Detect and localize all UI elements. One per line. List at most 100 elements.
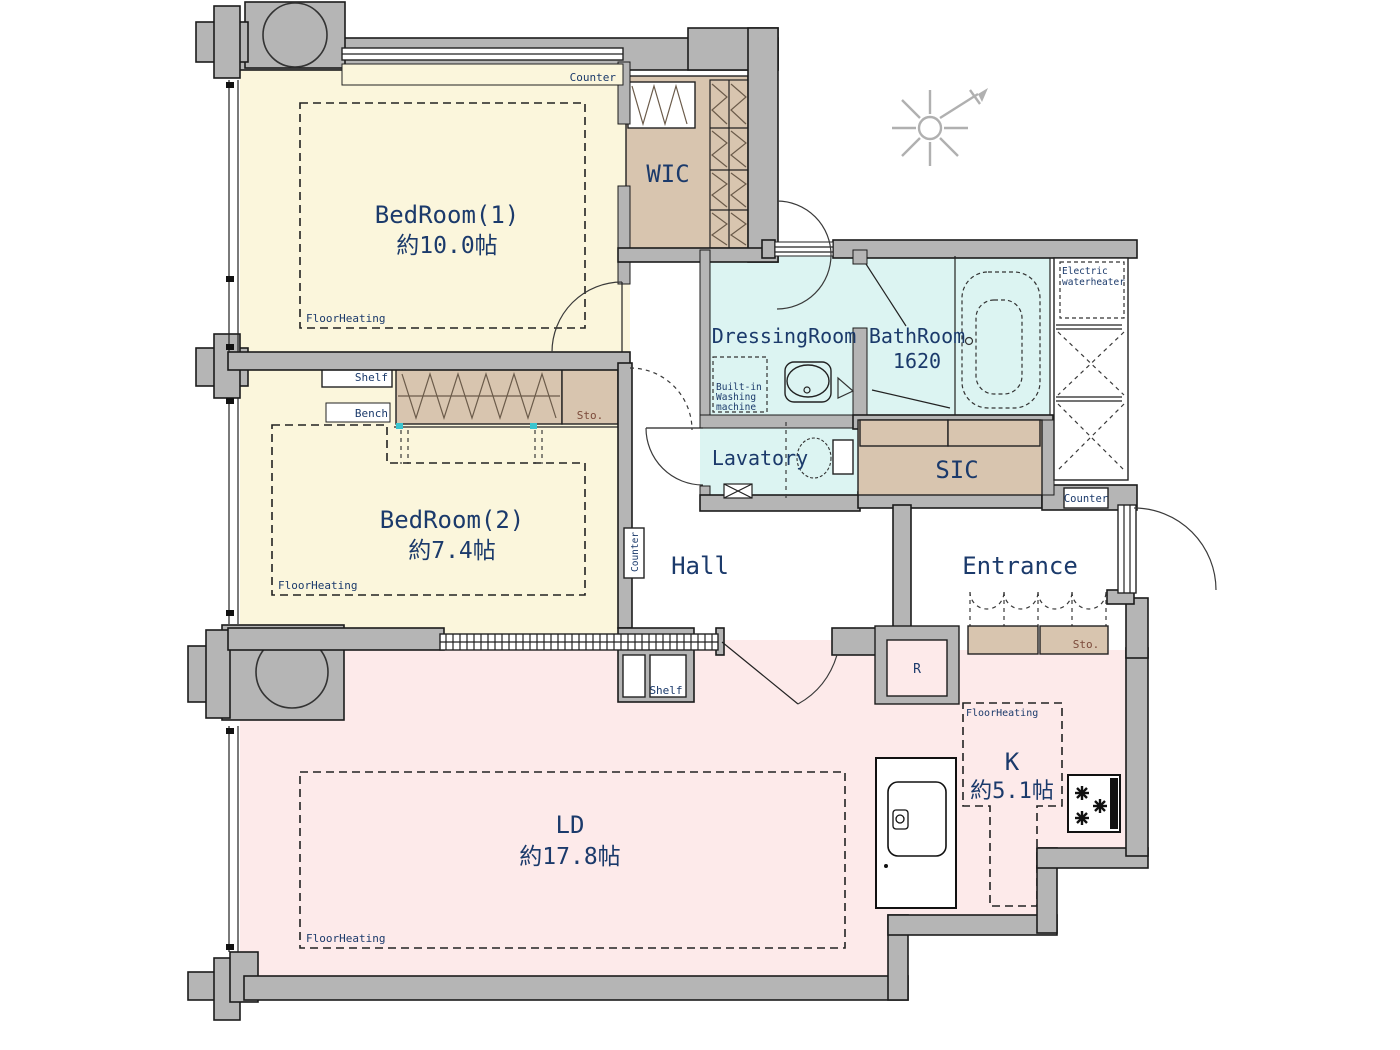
wall-wet-top <box>832 239 1138 259</box>
hall-counter-box <box>623 527 645 579</box>
ld-shelf-box1 <box>622 654 646 698</box>
hall-name: Hall <box>671 552 729 580</box>
hanger-zigzag-icon <box>401 372 557 420</box>
outer-wall-bottom <box>243 975 909 1001</box>
wic-hanger-top <box>627 81 696 129</box>
counter-label-entrance: Counter <box>1064 493 1108 505</box>
sto-label-closet: Sto. <box>577 409 604 422</box>
electric-waterheater-box <box>1059 261 1125 319</box>
track-mark-right <box>530 423 537 429</box>
dressing-fixtures <box>712 356 832 413</box>
column-topleft <box>244 1 346 69</box>
wall-bedroom-divider <box>227 351 631 371</box>
bedroom1-door-arc <box>551 281 623 353</box>
doors <box>439 200 1217 705</box>
wall-dressing-lavatory <box>699 414 861 429</box>
bathtub-outer-icon <box>961 271 1041 409</box>
sic-name: SIC <box>935 456 978 484</box>
bathroom-name: BathRoom <box>869 324 965 348</box>
ld-floorheating-label: FloorHeating <box>306 932 385 945</box>
sink-bowl-icon <box>786 364 830 398</box>
entrance-sto-box2 <box>1039 625 1109 655</box>
entrance-sto-box1 <box>967 625 1039 655</box>
shelf-label-ld: Shelf <box>649 684 682 697</box>
heater-label-1: Electric <box>1062 266 1108 277</box>
wic-hanger-top-zigzag-icon <box>631 83 688 127</box>
entrance-counter-box <box>1063 487 1109 509</box>
bedroom2-area: 約7.4帖 <box>408 538 496 564</box>
bedroom2-floorheating-zone <box>271 424 586 596</box>
stove-grill-icon <box>1110 778 1118 829</box>
wic-name: WIC <box>646 160 689 188</box>
refrigerator-box <box>874 625 960 705</box>
heater-label-2: waterheater <box>1062 277 1125 288</box>
lavatory-door-arc <box>645 427 704 486</box>
ld-floorheating-zone <box>299 771 846 949</box>
burner-icons <box>1075 786 1107 825</box>
kitchen-sink <box>875 757 957 909</box>
toilet-bowl-icon <box>796 437 832 479</box>
sic-cabinets <box>857 419 1043 496</box>
bedroom1-area: 約10.0帖 <box>396 233 497 259</box>
entrance-name: Entrance <box>962 552 1078 580</box>
bedroom2-floorheating-label: FloorHeating <box>278 579 357 592</box>
washer-label-1: Built-in <box>716 382 762 393</box>
washer-label-2: Washing <box>716 392 756 403</box>
dressing-door-threshold <box>774 241 834 257</box>
kitchen-counter-box <box>875 757 957 909</box>
walls <box>187 1 1149 1021</box>
bathtub-faucet-icon <box>964 336 974 346</box>
column-topleft-pillar-icon <box>262 2 328 68</box>
sto-label-entrance: Sto. <box>1073 638 1100 651</box>
lavatory-name: Lavatory <box>712 446 808 470</box>
corridor-door-arc <box>629 367 693 431</box>
bench-box <box>325 402 391 423</box>
ld-floor <box>240 640 908 980</box>
bedroom1-floorheating-zone <box>299 102 586 329</box>
bathroom-floor <box>858 252 1050 420</box>
shelf-label-bedroom2: Shelf <box>355 371 388 384</box>
bathtub-inner-icon <box>975 299 1023 395</box>
sink-counter-icon <box>784 361 832 403</box>
stove <box>1067 774 1121 833</box>
wall-hall-entrance <box>892 504 912 633</box>
wall-wic-right <box>747 27 779 263</box>
bedroom1-name: BedRoom(1) <box>375 201 520 229</box>
bedroom2-name: BedRoom(2) <box>380 506 525 534</box>
counter-label-top: Counter <box>570 71 617 84</box>
north-arrowhead <box>978 88 988 102</box>
bathroom-size: 1620 <box>893 349 941 373</box>
dressing-name: DressingRoom <box>712 324 857 348</box>
refrigerator-label: R <box>913 662 921 677</box>
dressing-door-arc <box>776 200 832 310</box>
washer-label-3: machine <box>716 402 756 413</box>
ld-shelf-box2 <box>649 654 687 698</box>
ld-area: 約17.8帖 <box>519 844 620 870</box>
toilet-tank-icon <box>832 439 854 475</box>
bench-label: Bench <box>355 407 388 420</box>
bedroom1-counter-strip <box>341 63 624 86</box>
lavatory-fixtures <box>723 422 854 500</box>
washing-machine-box <box>712 356 768 413</box>
kitchen-floorheating-label: FloorHeating <box>966 708 1038 719</box>
closet-sliding-panels <box>400 430 543 464</box>
north-arrow-icon <box>892 88 988 166</box>
entrance-door <box>1117 504 1137 594</box>
labels: BedRoom(1) 約10.0帖 FloorHeating BedRoom(2… <box>278 71 1125 945</box>
wic-strip-zigzags-icon <box>710 83 748 246</box>
bathroom-fixtures <box>871 256 1041 415</box>
bedroom2-closet <box>321 365 619 464</box>
entrance-door-arc <box>1133 507 1217 591</box>
storage-column-box <box>1053 257 1129 481</box>
ld-name: LD <box>556 811 585 839</box>
hall-ld-door-arc <box>797 654 838 705</box>
bath-door <box>865 263 907 327</box>
entrance-closet-doors <box>969 591 1107 626</box>
kitchen-name: K <box>1005 748 1020 776</box>
bath-door-handle <box>837 376 855 399</box>
wall-wic-bottom <box>617 247 779 263</box>
kitchen-sink-icon <box>887 781 947 857</box>
window-ticks <box>226 82 234 950</box>
